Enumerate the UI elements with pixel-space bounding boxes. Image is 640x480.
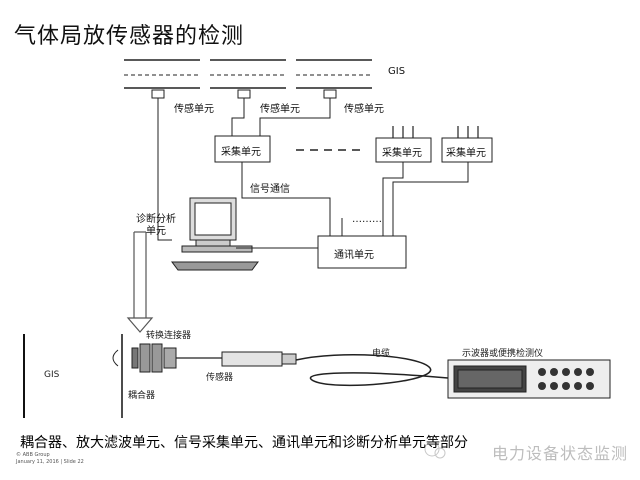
- diag-label-line2: 单元: [146, 226, 166, 237]
- cable-label: 电缆: [372, 349, 391, 359]
- caption: 耦合器、放大滤波单元、信号采集单元、通讯单元和诊断分析单元等部分: [20, 435, 468, 451]
- watermark-logo-icon: [424, 441, 446, 459]
- diagnosis-arrows: [126, 231, 154, 333]
- comm-unit-label: 通讯单元: [334, 250, 374, 261]
- antennas: [392, 126, 479, 138]
- gis-label-top: GIS: [388, 66, 406, 77]
- sensor-label-2: 传感单元: [260, 104, 300, 115]
- comm-unit-box: [317, 235, 407, 269]
- diag-label-line1: 诊断分析: [136, 214, 176, 225]
- footer-line2: January 11, 2016 | Slide 22: [16, 459, 84, 465]
- coupler-assembly: [112, 343, 297, 373]
- collect-label-3: 采集单元: [446, 148, 486, 159]
- cable: [295, 353, 449, 387]
- sensor-label-1: 传感单元: [174, 104, 214, 115]
- coupler-label: 耦合器: [128, 391, 156, 401]
- sensor-label-bottom: 传感器: [206, 373, 234, 383]
- collect-label-1: 采集单元: [221, 147, 261, 158]
- instrument-label: 示波器或便携检测仪: [462, 349, 544, 359]
- collector-wires: [241, 162, 469, 236]
- collect-label-2: 采集单元: [382, 148, 422, 159]
- watermark: 电力设备状态监测: [491, 444, 628, 463]
- gis-pipes: [124, 59, 372, 89]
- converter-label: 转换连接器: [146, 331, 192, 341]
- sensor-couplers: [151, 89, 337, 104]
- sensor-label-3: 传感单元: [344, 104, 384, 115]
- signal-comm-label: 信号通信: [250, 184, 290, 195]
- dots-label: ………: [352, 214, 382, 225]
- footer-line1: © ABB Group: [16, 452, 50, 458]
- page-title: 气体局放传感器的检测: [14, 24, 245, 49]
- gis-label-bottom: GIS: [44, 370, 60, 380]
- sensor-wires: [157, 104, 331, 241]
- computer-icon: [171, 197, 318, 271]
- instrument-icon: [447, 359, 611, 399]
